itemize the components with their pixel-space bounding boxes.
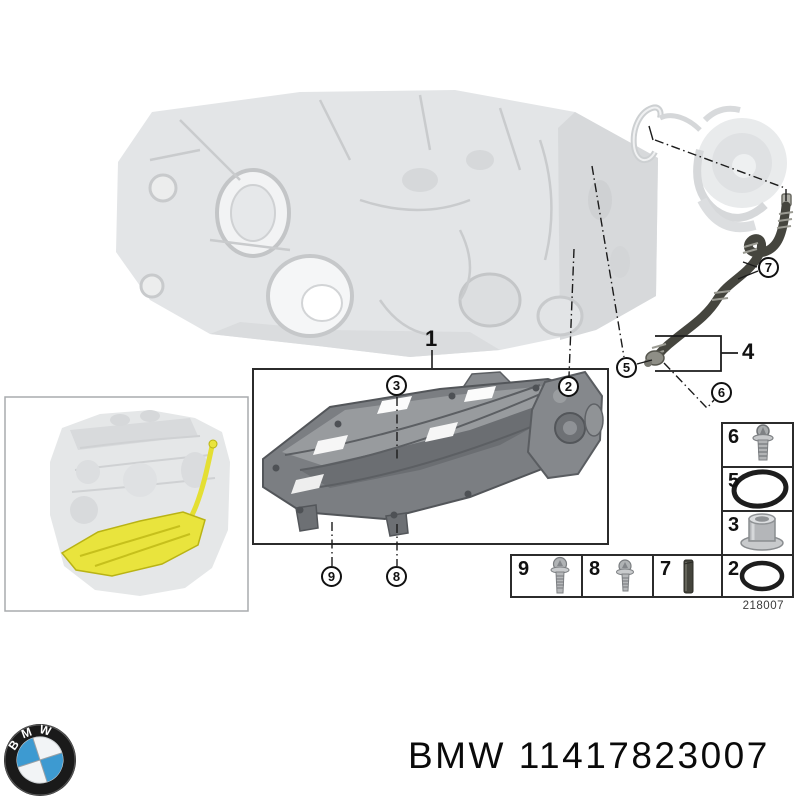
callout-7[interactable]: 7 xyxy=(758,257,779,278)
bmw-logo: BMW xyxy=(3,723,76,796)
legend-cell-2[interactable]: 2 xyxy=(722,555,793,597)
legend-grid xyxy=(510,422,794,598)
legend-cell-8[interactable]: 8 xyxy=(582,555,653,597)
flange-screw-long-icon xyxy=(550,556,570,594)
page-title: BMW 11417823007 xyxy=(408,735,770,776)
oil-pipe-illustration xyxy=(644,193,794,367)
highlighted-oil-pump-part xyxy=(60,511,206,577)
callout-3[interactable]: 3 xyxy=(386,375,407,396)
group-4-bracket xyxy=(655,335,738,372)
group-label-1[interactable]: 1 xyxy=(425,326,438,351)
legend-cell-number: 5 xyxy=(728,470,740,492)
o-ring-small-icon xyxy=(739,560,785,592)
leader-lines xyxy=(331,125,787,566)
flange-screw-short-icon xyxy=(616,559,634,592)
group-label-4[interactable]: 4 xyxy=(742,339,755,364)
bushing-icon xyxy=(740,513,784,551)
oil-pump-assembly-illustration xyxy=(262,370,604,537)
callout-5[interactable]: 5 xyxy=(616,357,637,378)
main-part-box xyxy=(252,368,609,545)
callout-2[interactable]: 2 xyxy=(558,376,579,397)
thumbnail-engine-image[interactable] xyxy=(4,396,249,612)
legend-cell-number: 7 xyxy=(660,558,672,580)
legend-cell-number: 6 xyxy=(728,426,740,448)
legend-cell-7[interactable]: 7 xyxy=(653,555,722,597)
legend-cell-number: 9 xyxy=(518,558,530,580)
legend-cell-3[interactable]: 3 xyxy=(722,511,793,555)
engine-block-illustration xyxy=(116,90,658,357)
drawing-number: 218007 xyxy=(742,600,784,612)
legend-cell-9[interactable]: 9 xyxy=(511,555,582,597)
callout-8[interactable]: 8 xyxy=(386,566,407,587)
vacuum-pump-faded-illustration xyxy=(693,105,787,233)
callout-6[interactable]: 6 xyxy=(711,382,732,403)
legend-cell-6[interactable]: 6 xyxy=(722,423,793,467)
legend-cell-number: 3 xyxy=(728,514,740,536)
legend-cell-number: 8 xyxy=(589,558,601,580)
legend-cell-number: 2 xyxy=(728,558,740,580)
o-ring-large-icon xyxy=(731,469,789,509)
dowel-pin-icon xyxy=(683,559,694,594)
oil-return-hook-tube xyxy=(630,104,702,164)
callout-9[interactable]: 9 xyxy=(321,566,342,587)
flange-bolt-icon xyxy=(752,424,774,461)
legend-cell-5[interactable]: 5 xyxy=(722,467,793,511)
